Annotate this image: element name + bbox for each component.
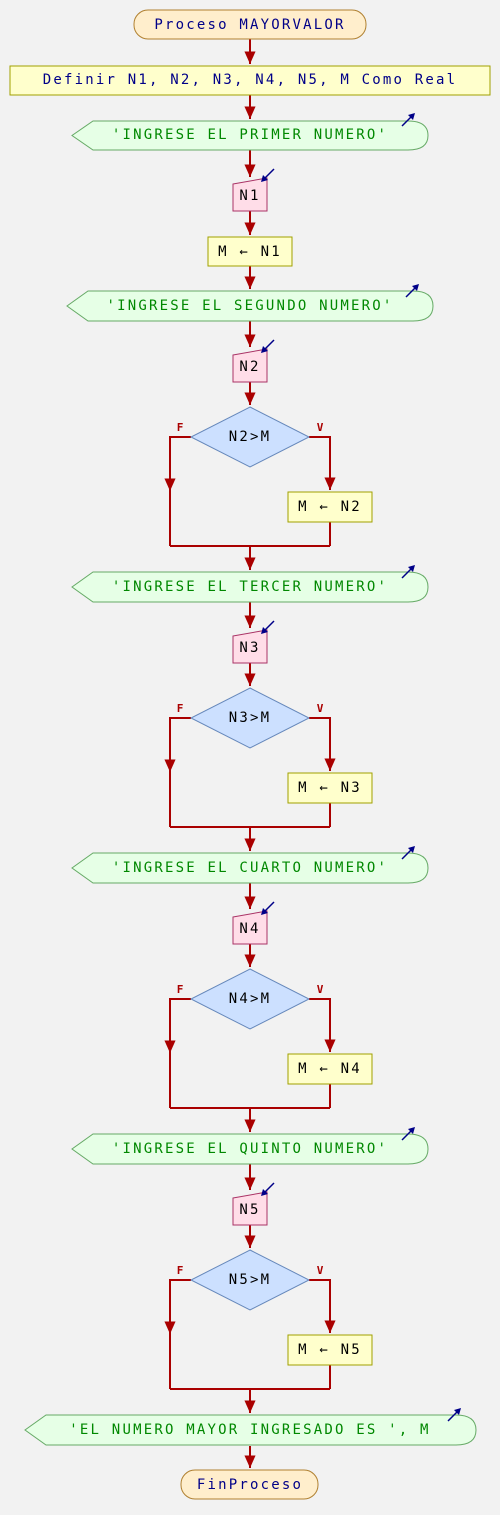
assign-5-label: M ← N5 <box>298 1342 362 1358</box>
read-input-5-label: N5 <box>239 1202 260 1218</box>
define-label: Definir N1, N2, N3, N4, N5, M Como Real <box>43 72 458 88</box>
output-result-label: 'EL NUMERO MAYOR INGRESADO ES ', M <box>69 1422 430 1438</box>
output-prompt-4: 'INGRESE EL CUARTO NUMERO' <box>71 846 429 884</box>
false-branch-label: F <box>177 983 184 996</box>
read-input-2: N2 <box>232 339 275 383</box>
output-prompt-2-label: 'INGRESE EL SEGUNDO NUMERO' <box>107 298 394 314</box>
output-arrow-icon <box>401 113 415 127</box>
assign-3: M ← N3 <box>287 772 373 804</box>
false-branch-label: F <box>177 702 184 715</box>
output-prompt-3: 'INGRESE EL TERCER NUMERO' <box>71 565 429 603</box>
output-prompt-2: 'INGRESE EL SEGUNDO NUMERO' <box>66 284 434 322</box>
end-terminal: FinProceso <box>180 1469 319 1500</box>
output-prompt-1-label: 'INGRESE EL PRIMER NUMERO' <box>112 127 388 143</box>
start-terminal: Proceso MAYORVALOR <box>133 9 367 40</box>
decision-4-label: N4>M <box>229 991 272 1007</box>
output-arrow-icon <box>401 1127 415 1141</box>
input-arrow-icon <box>261 901 275 915</box>
define-process: Definir N1, N2, N3, N4, N5, M Como Real <box>9 65 491 96</box>
true-branch-label: V <box>317 702 324 715</box>
output-prompt-4-label: 'INGRESE EL CUARTO NUMERO' <box>112 860 388 876</box>
input-arrow-icon <box>261 168 275 182</box>
output-arrow-icon <box>405 284 419 298</box>
assign-4: M ← N4 <box>287 1053 373 1085</box>
false-branch-label: F <box>177 421 184 434</box>
output-arrow-icon <box>447 1408 461 1422</box>
end-label: FinProceso <box>197 1477 303 1493</box>
assign-2-label: M ← N2 <box>298 499 362 515</box>
decision-4: N4>M F V <box>177 968 324 1030</box>
output-arrow-icon <box>401 565 415 579</box>
read-input-4: N4 <box>232 901 275 945</box>
true-branch-label: V <box>317 983 324 996</box>
decision-5: N5>M F V <box>177 1249 324 1311</box>
decision-5-label: N5>M <box>229 1272 272 1288</box>
output-arrow-icon <box>401 846 415 860</box>
assign-1-label: M ← N1 <box>218 244 282 260</box>
decision-2-label: N2>M <box>229 429 272 445</box>
read-input-3-label: N3 <box>239 640 260 656</box>
decision-2: N2>M F V <box>177 406 324 468</box>
start-label: Proceso MAYORVALOR <box>154 17 345 33</box>
read-input-5: N5 <box>232 1182 275 1226</box>
true-branch-label: V <box>317 421 324 434</box>
assign-5: M ← N5 <box>287 1334 373 1366</box>
output-prompt-3-label: 'INGRESE EL TERCER NUMERO' <box>112 579 388 595</box>
input-arrow-icon <box>261 620 275 634</box>
decision-3-label: N3>M <box>229 710 272 726</box>
read-input-3: N3 <box>232 620 275 664</box>
read-input-1: N1 <box>232 168 275 212</box>
decision-3: N3>M F V <box>177 687 324 749</box>
connectors <box>164 39 336 1468</box>
assign-2: M ← N2 <box>287 491 373 523</box>
assign-3-label: M ← N3 <box>298 780 362 796</box>
input-arrow-icon <box>261 1182 275 1196</box>
output-result: 'EL NUMERO MAYOR INGRESADO ES ', M <box>24 1408 477 1446</box>
output-prompt-5: 'INGRESE EL QUINTO NUMERO' <box>71 1127 429 1165</box>
output-prompt-1: 'INGRESE EL PRIMER NUMERO' <box>71 113 429 151</box>
input-arrow-icon <box>261 339 275 353</box>
true-branch-label: V <box>317 1264 324 1277</box>
false-branch-label: F <box>177 1264 184 1277</box>
output-prompt-5-label: 'INGRESE EL QUINTO NUMERO' <box>112 1141 388 1157</box>
assign-1: M ← N1 <box>207 236 293 267</box>
read-input-4-label: N4 <box>239 921 260 937</box>
assign-4-label: M ← N4 <box>298 1061 362 1077</box>
read-input-1-label: N1 <box>239 188 260 204</box>
read-input-2-label: N2 <box>239 359 260 375</box>
